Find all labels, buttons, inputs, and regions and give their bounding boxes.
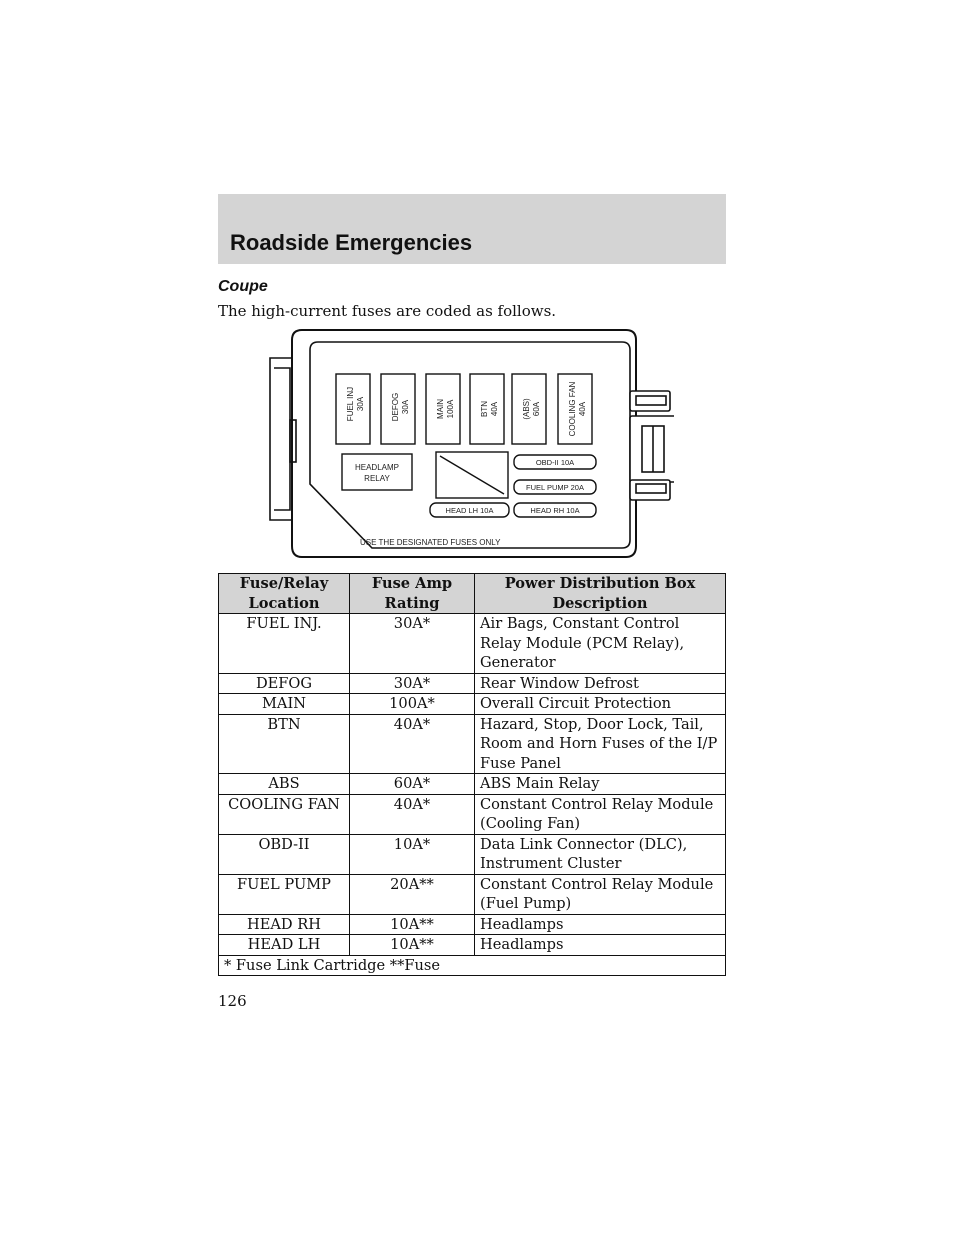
cell-rating: 40A* <box>349 793 475 835</box>
cell-location: ABS <box>218 773 350 795</box>
designated-fuses-notice: USE THE DESIGNATED FUSES ONLY <box>360 538 501 547</box>
cell-location: DEFOG <box>218 672 350 694</box>
fuse-slot-head-lh <box>429 502 510 518</box>
fuse-box-diagram: FUEL INJ30A DEFOG30A MAIN100A BTN40A (AB… <box>269 329 674 558</box>
headlamp-relay-label-line1: HEADLAMP <box>355 463 399 472</box>
headlamp-relay-label-line2: RELAY <box>364 474 390 483</box>
fuse-label-cooling-fan: COOLING FAN40A <box>568 381 587 436</box>
cell-description: Headlamps <box>474 913 726 935</box>
fuse-slot-obd-ii <box>513 454 597 470</box>
cell-rating: 30A* <box>349 613 475 674</box>
fuel-pump-slot-label: FUEL PUMP 20A <box>526 483 584 492</box>
cell-rating: 100A* <box>349 693 475 715</box>
cell-rating: 60A* <box>349 773 475 795</box>
cell-location: FUEL INJ. <box>218 613 350 674</box>
cell-rating: 30A* <box>349 672 475 694</box>
cell-location: COOLING FAN <box>218 793 350 835</box>
fuse-slot-abs <box>511 373 547 445</box>
fuse-panel-inner <box>309 341 631 549</box>
fuse-label-defog: DEFOG30A <box>391 393 410 421</box>
fuse-box-outer-housing <box>291 329 637 558</box>
fuse-slot-head-rh <box>513 502 597 518</box>
cell-description: Hazard, Stop, Door Lock, Tail, Room and … <box>474 713 726 774</box>
fuse-label-main: MAIN100A <box>436 399 455 419</box>
fuse-slot-fuel-pump <box>513 479 597 495</box>
table-footnote-row: * Fuse Link Cartridge **Fuse <box>218 954 726 976</box>
cell-location: OBD-II <box>218 833 350 875</box>
cell-rating: 10A* <box>349 833 475 875</box>
table-row: FUEL INJ.30A*Air Bags, Constant Control … <box>218 613 726 674</box>
cell-description: Data Link Connector (DLC), Instrument Cl… <box>474 833 726 875</box>
spare-relay-socket <box>435 451 509 499</box>
fuse-row <box>335 373 593 445</box>
fuse-label-abs: (ABS)60A <box>522 398 541 420</box>
fuse-label-fuel-inj: FUEL INJ30A <box>346 387 365 421</box>
fuse-slot-fuel-inj <box>335 373 371 445</box>
head-lh-slot-label: HEAD LH 10A <box>446 506 494 515</box>
cell-description: Constant Control Relay Module (Fuel Pump… <box>474 873 726 915</box>
cell-description: Air Bags, Constant Control Relay Module … <box>474 613 726 674</box>
cell-rating: 10A** <box>349 913 475 935</box>
fuse-slot-main <box>425 373 461 445</box>
cell-location: BTN <box>218 713 350 774</box>
right-connector-terminals <box>629 390 674 501</box>
cell-rating: 10A** <box>349 934 475 956</box>
fuse-slot-defog <box>380 373 416 445</box>
table-footnote: * Fuse Link Cartridge **Fuse <box>218 954 726 976</box>
cell-rating: 20A** <box>349 873 475 915</box>
cell-description: ABS Main Relay <box>474 773 726 795</box>
section-header-title: Roadside Emergencies <box>230 230 473 255</box>
page-number: 126 <box>218 992 247 1010</box>
cell-description: Rear Window Defrost <box>474 672 726 694</box>
fuse-slot-cooling-fan <box>557 373 593 445</box>
cell-location: HEAD RH <box>218 913 350 935</box>
section-title: Coupe <box>218 278 268 295</box>
cell-location: MAIN <box>218 693 350 715</box>
head-rh-slot-label: HEAD RH 10A <box>530 506 579 515</box>
cell-rating: 40A* <box>349 713 475 774</box>
cell-description: Overall Circuit Protection <box>474 693 726 715</box>
fuse-slot-btn <box>469 373 505 445</box>
section-header-band: Roadside Emergencies <box>218 194 726 264</box>
cell-location: FUEL PUMP <box>218 873 350 915</box>
left-latch <box>269 357 297 521</box>
fuse-label-btn: BTN40A <box>480 401 499 417</box>
cell-location: HEAD LH <box>218 934 350 956</box>
headlamp-relay <box>341 453 413 491</box>
obd-ii-slot-label: OBD-II 10A <box>536 458 574 467</box>
intro-text: The high-current fuses are coded as foll… <box>218 302 557 320</box>
cell-description: Headlamps <box>474 934 726 956</box>
cell-description: Constant Control Relay Module (Cooling F… <box>474 793 726 835</box>
